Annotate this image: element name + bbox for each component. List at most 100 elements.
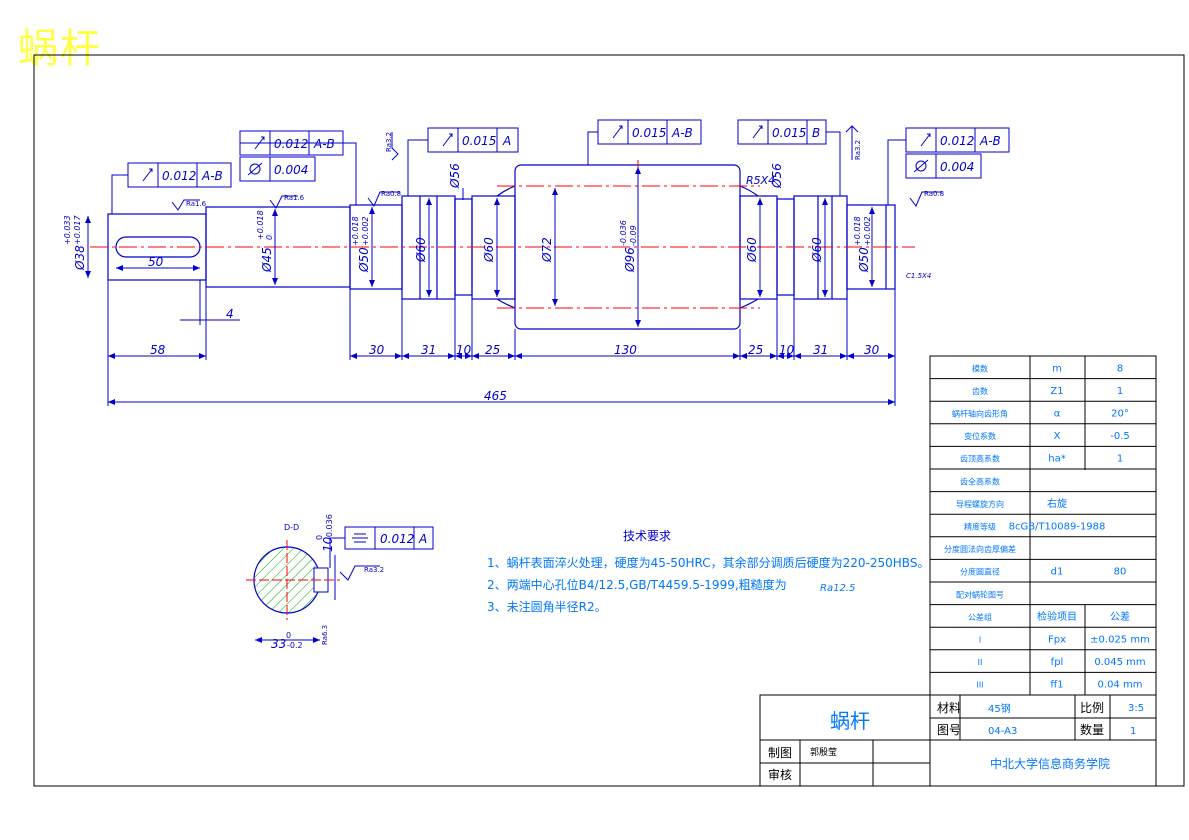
dim-d45-tol2: 0 (265, 235, 274, 240)
param-cell: 检验项目 (1037, 610, 1077, 623)
param-cell: 蜗杆轴向齿形角 (952, 409, 1008, 419)
tb-drawn-by: 郭殷莹 (810, 746, 837, 758)
dim-d96-tol1: -0.036 (619, 220, 628, 246)
param-cell: ff1 (1050, 680, 1063, 691)
param-cell: 齿全高系数 (960, 476, 1000, 486)
dim-r5x4: R5X4 (746, 174, 775, 187)
ra-1: Ra1.6 (186, 200, 207, 208)
param-cell: 0.04 mm (1098, 680, 1143, 691)
section-fcf-value: 0.012 (380, 532, 414, 546)
tolerance-frames (111, 119, 1010, 214)
tb-drawn-label: 制图 (768, 746, 792, 760)
tb-qty: 1 (1130, 726, 1136, 737)
param-cell: 精度等级 (964, 522, 996, 532)
tb-scale: 3:5 (1128, 703, 1144, 714)
fcf-2b-value: 0.004 (274, 163, 308, 177)
param-cell: I (979, 636, 981, 645)
param-cell: fpl (1051, 657, 1064, 668)
ra-3: Ra3.2 (385, 132, 393, 152)
section-width-tol2: -0.2 (287, 641, 303, 650)
tb-qty-label: 数量 (1080, 722, 1104, 737)
param-cell: -0.5 (1110, 431, 1130, 442)
fcf-5-value: 0.015 (772, 126, 806, 140)
param-cell: 配对蜗轮图号 (956, 589, 1004, 599)
param-cell: 8 (1117, 363, 1123, 374)
dim-key-offset: 4 (226, 307, 234, 321)
section-depth: 10 (321, 536, 335, 552)
dim-d45: Ø45 (260, 247, 274, 273)
dim-len-4: 25 (485, 343, 500, 357)
fcf-4-ref: A-B (671, 126, 693, 140)
param-cell: 分度圆直径 (960, 567, 1000, 577)
dim-len-8: 31 (813, 343, 828, 357)
tb-school: 中北大学信息商务学院 (990, 756, 1110, 771)
param-cell: 齿顶高系数 (960, 454, 1000, 464)
dim-keyway-len: 50 (148, 255, 164, 269)
notes-line3: 3、未注圆角半径R2。 (487, 599, 607, 614)
dim-len-3: 10 (456, 343, 472, 357)
param-cell: 分度圆法向齿厚偏差 (944, 544, 1016, 554)
tb-part-name: 蜗杆 (830, 709, 870, 733)
title-block (759, 694, 1157, 787)
section-dd: D-D 0.012 A Ra3.2 33 0 -0.2 10 0 -0.036 … (246, 514, 434, 651)
drawing-border (33, 54, 1185, 787)
param-cell: 20° (1111, 409, 1129, 420)
param-cell: 齿数 (972, 386, 988, 396)
param-cell: 1 (1117, 386, 1123, 397)
dim-total: 465 (484, 389, 507, 403)
notes-line2-ra: Ra12.5 (820, 583, 855, 594)
centerlines (90, 160, 915, 330)
param-cell: III (976, 681, 983, 690)
tb-scale-label: 比例 (1080, 701, 1104, 715)
title-block-texts: 蜗杆 材料 45钢 比例 3:5 图号 04-A3 数量 1 制图 郭殷莹 审核… (768, 701, 1144, 782)
dim-d50-right: Ø50 (857, 247, 871, 273)
dimension-texts: Ø38 +0.033 +0.017 50 4 Ø45 +0.018 0 Ø50 … (63, 163, 931, 403)
dim-d56-left: Ø56 (448, 163, 462, 189)
fcf-2-ref: A-B (313, 137, 335, 151)
param-cell: ha* (1048, 454, 1065, 465)
param-cell: 1 (1117, 454, 1123, 465)
param-cell: X (1054, 431, 1061, 442)
dim-d45-tol: +0.018 (256, 210, 265, 240)
param-cell: 80 (1114, 567, 1127, 578)
technical-notes: 技术要求 1、蜗杆表面淬火处理，硬度为45-50HRC，其余部分调质后硬度为22… (487, 529, 929, 614)
tb-check-label: 审核 (768, 767, 792, 782)
notes-line1: 1、蜗杆表面淬火处理，硬度为45-50HRC，其余部分调质后硬度为220-250… (487, 555, 929, 570)
dim-len-1: 30 (369, 343, 385, 357)
dim-len-5: 130 (614, 343, 637, 357)
param-cell: α (1054, 409, 1061, 420)
dim-len-6: 25 (748, 343, 763, 357)
ra-5: Ra3.2 (854, 140, 862, 160)
dim-d50-left-tol1: +0.018 (351, 216, 360, 246)
fcf-3-ref: A (502, 134, 511, 148)
dim-d50-right-tol1: +0.018 (853, 216, 862, 246)
tb-drawing-no: 04-A3 (988, 726, 1017, 737)
section-label: D-D (284, 523, 299, 532)
ra-6: Ra0.8 (924, 190, 944, 198)
dim-len-0: 58 (150, 343, 166, 357)
dim-d96-tol2: -0.09 (629, 225, 638, 246)
param-cell: ±0.025 mm (1090, 635, 1150, 646)
section-ra: Ra3.2 (364, 566, 384, 574)
param-cell: 公差组 (968, 612, 992, 622)
dim-len-2: 31 (421, 343, 436, 357)
ra-4: Ra0.8 (381, 190, 401, 198)
dim-d60-3: Ø60 (745, 237, 759, 263)
dim-d96: Ø96 (623, 247, 637, 273)
notes-heading: 技术要求 (623, 529, 671, 543)
dim-d50-right-tol2: +0.002 (863, 216, 872, 246)
param-cell: 0.045 mm (1094, 657, 1145, 668)
param-cell: 导程螺旋方向 (956, 499, 1004, 509)
fcf-6-ref: A-B (979, 134, 1001, 148)
notes-line2: 2、两端中心孔位B4/12.5,GB/T4459.5-1999,粗糙度为 (487, 577, 787, 592)
length-dim-lines (107, 265, 896, 406)
dim-d60-2: Ø60 (482, 237, 496, 263)
dim-len-9: 30 (864, 343, 880, 357)
fcf-6b-value: 0.004 (940, 160, 974, 174)
tb-material-label: 材料 (937, 701, 961, 715)
diameter-dim-lines (85, 167, 875, 327)
section-depth-tol1: 0 (315, 535, 324, 540)
param-cell: II (978, 658, 983, 667)
